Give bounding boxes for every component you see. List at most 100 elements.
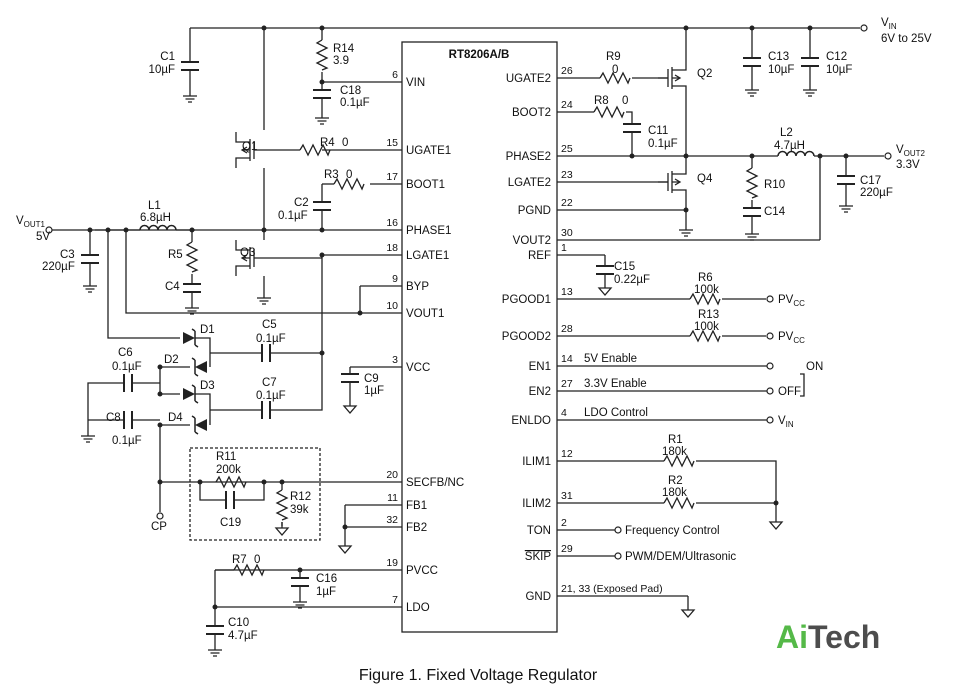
r14-ref: R14 [333, 43, 355, 55]
ic-pin-number: 13 [561, 286, 573, 298]
c5-ref: C5 [262, 319, 277, 331]
c15-value: 0.22µF [614, 274, 650, 286]
ic-pin-number: 11 [387, 492, 398, 504]
r13-ref: R13 [698, 309, 719, 321]
c17-ref: C17 [860, 175, 881, 187]
ic-pin-name-skip: SKIP [525, 551, 552, 563]
c9-value: 1µF [364, 385, 384, 397]
ic-pin-number: 27 [561, 378, 573, 390]
secfb-network-box [189, 447, 321, 541]
en1-signal: 5V Enable [584, 353, 637, 365]
ic-pin-number: 29 [561, 543, 573, 555]
r7-value: 0 [254, 554, 260, 566]
ic-pin-number: 23 [561, 169, 573, 181]
ic-body [401, 41, 558, 633]
ic-pin-name-ugate1: UGATE1 [406, 145, 451, 157]
c16-ref: C16 [316, 573, 337, 585]
c2-value: 0.1µF [278, 210, 308, 222]
c3-ref: C3 [60, 249, 75, 261]
vin-range: 6V to 25V [881, 33, 932, 45]
vout1-value: 5V [36, 231, 50, 243]
c7-ref: C7 [262, 377, 277, 389]
ic-pin-number: 30 [561, 227, 573, 239]
c1-value: 10µF [149, 64, 175, 76]
ic-pin-name-lgate2: LGATE2 [508, 177, 551, 189]
ic-pin-number: 25 [561, 143, 573, 155]
ic-pin-number: 7 [392, 594, 398, 606]
r4-value: 0 [342, 137, 348, 149]
ic-pin-name-vout1: VOUT1 [406, 308, 444, 320]
r2-ref: R2 [668, 475, 683, 487]
r10-ref: R10 [764, 179, 785, 191]
c2-ref: C2 [294, 197, 309, 209]
off-label: OFF [778, 386, 801, 398]
c12-value: 10µF [826, 64, 852, 76]
c11-value: 0.1µF [648, 138, 678, 150]
q2-ref: Q2 [697, 68, 712, 80]
r4-ref: R4 [320, 137, 335, 149]
skip-signal: PWM/DEM/Ultrasonic [625, 551, 736, 563]
ic-pin-name-pgood2: PGOOD2 [502, 331, 551, 343]
ic-pin-number: 12 [561, 448, 573, 460]
ic-pin-number: 26 [561, 65, 573, 77]
ic-pin-number: 6 [392, 69, 398, 81]
ic-right-pins: UGATE226BOOT224PHASE225LGATE223PGND22VOU… [502, 65, 663, 603]
cp-label: CP [151, 521, 167, 533]
ic-pin-name-ilim1: ILIM1 [522, 456, 551, 468]
ic-pin-number: 10 [386, 300, 398, 312]
ic-pin-number: 14 [561, 353, 573, 365]
r6-ref: R6 [698, 272, 713, 284]
l1-ref: L1 [148, 200, 161, 212]
ic-pin-name-vout2: VOUT2 [513, 235, 551, 247]
c18-value: 0.1µF [340, 97, 370, 109]
pvcc1-label: PVCC [778, 294, 805, 308]
c4-ref: C4 [165, 281, 180, 293]
pvcc2-label: PVCC [778, 331, 805, 345]
c16-value: 1µF [316, 586, 336, 598]
q4-ref: Q4 [697, 173, 713, 185]
l2-ref: L2 [780, 127, 793, 139]
ic-pin-number: 1 [561, 242, 567, 254]
r7-ref: R7 [232, 554, 247, 566]
c11-ref: C11 [648, 125, 668, 137]
ic-pin-name-boot2: BOOT2 [512, 107, 551, 119]
r9-ref: R9 [606, 51, 621, 63]
r1-ref: R1 [668, 434, 683, 446]
ic-pin-name-vcc: VCC [406, 362, 430, 374]
ic-pin-number: 24 [561, 99, 573, 111]
ic-pin-name-ugate2: UGATE2 [506, 73, 551, 85]
ic-name: RT8206A/B [449, 49, 510, 61]
ic-pin-name-phase2: PHASE2 [506, 151, 551, 163]
c13-ref: C13 [768, 51, 789, 63]
ic-pin-number: 20 [386, 469, 398, 481]
ic-pin-name-gnd: GND [525, 591, 551, 603]
ic-pin-number: 2 [561, 517, 567, 529]
ic-pin-number: 28 [561, 323, 573, 335]
on-label: ON [806, 361, 823, 373]
ic-pin-name-fb2: FB2 [406, 522, 427, 534]
vout2-label: VOUT2 [896, 144, 926, 158]
r2-value: 180k [662, 487, 687, 499]
ic-pin-number: 18 [386, 242, 398, 254]
c10-ref: C10 [228, 617, 249, 629]
r3-value: 0 [346, 169, 352, 181]
r14-value: 3.9 [333, 55, 349, 67]
c8-ref: C8 [106, 412, 121, 424]
ic-pin-name-ref: REF [528, 250, 551, 262]
watermark-logo: AiTech [776, 619, 880, 655]
ic-pin-name-pvcc: PVCC [406, 565, 438, 577]
ic-pin-name-en1: EN1 [529, 361, 551, 373]
c15-ref: C15 [614, 261, 635, 273]
c18-ref: C18 [340, 85, 361, 97]
c17-value: 220µF [860, 187, 893, 199]
c6-ref: C6 [118, 347, 133, 359]
ic-pin-number: 22 [561, 197, 573, 209]
c6-value: 0.1µF [112, 361, 142, 373]
ic-pin-number: 17 [386, 171, 398, 183]
figure-caption: Figure 1. Fixed Voltage Regulator [359, 667, 598, 684]
ton-signal: Frequency Control [625, 525, 720, 537]
en2-signal: 3.3V Enable [584, 378, 647, 390]
c10-value: 4.7µF [228, 630, 258, 642]
c7-value: 0.1µF [256, 390, 286, 402]
ic-pin-name-boot1: BOOT1 [406, 179, 445, 191]
